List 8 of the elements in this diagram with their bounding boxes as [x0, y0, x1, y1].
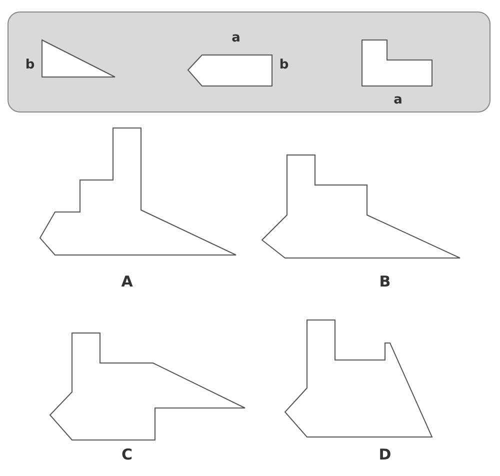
dimension-label: a — [394, 94, 402, 106]
option-label: A — [121, 274, 133, 290]
dimension-label: b — [25, 58, 35, 72]
dimension-label: a — [232, 32, 240, 44]
option-label: D — [378, 448, 392, 462]
dimension-label: b — [279, 58, 289, 72]
option-label: C — [122, 448, 132, 462]
option-label: B — [379, 274, 391, 290]
